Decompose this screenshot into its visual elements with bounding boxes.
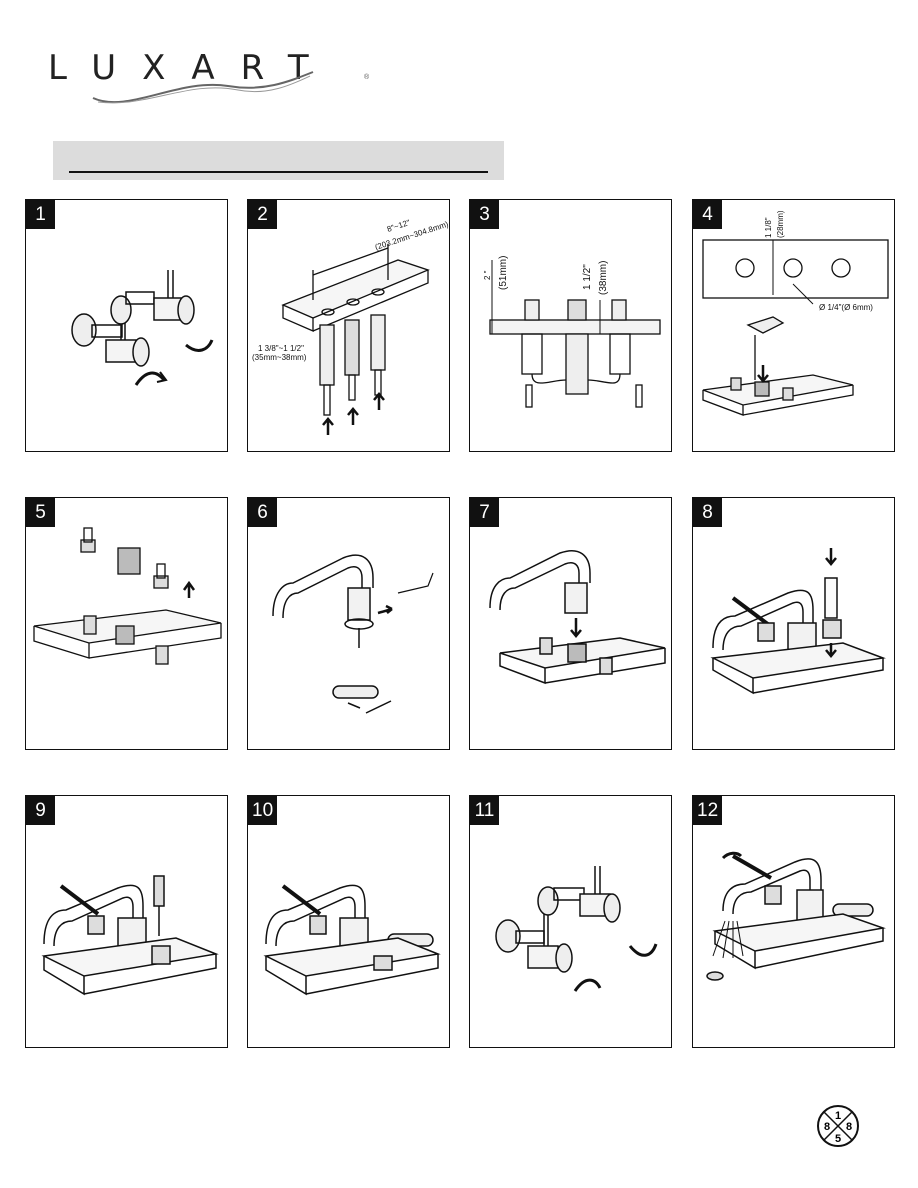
deck-height-illustration: 2 " (51mm) 1 1/2" (38mm) — [483, 256, 661, 408]
spout-mount-illustration — [489, 550, 666, 685]
step-4-panel: 1 1/8" (28mm) Ø 1/4"(Ø 6mm) 4 — [692, 199, 895, 452]
offset-label: 1 1/8" — [764, 217, 773, 238]
step-number: 7 — [470, 498, 499, 527]
logo-swoosh-icon — [92, 71, 314, 104]
badge-bottom: 5 — [835, 1133, 841, 1145]
height-a-mm-label: (51mm) — [498, 256, 509, 290]
handle-screw-illustration — [41, 875, 219, 996]
drill-hole-illustration: 1 1/8" (28mm) Ø 1/4"(Ø 6mm) — [702, 210, 889, 416]
step-1-panel: 1 — [25, 199, 228, 452]
badge-right: 8 — [846, 1121, 852, 1133]
step-number: 2 — [248, 200, 277, 229]
step-5-panel: 5 — [25, 497, 228, 750]
span-mm-label: (203.2mm~304.8mm) — [374, 220, 450, 252]
section-title-bar — [53, 141, 504, 180]
title-rule — [69, 171, 488, 173]
height-b-label: 1 1/2" — [582, 264, 593, 290]
open-valve-illustration — [495, 866, 658, 992]
badge-top: 1 — [835, 1110, 841, 1122]
thickness-label: 1 3/8"~1 1/2" — [258, 344, 304, 353]
step-9-panel: 9 — [25, 795, 228, 1048]
step-number: 3 — [470, 200, 499, 229]
step-number: 12 — [693, 796, 723, 825]
step-7-panel: 7 — [469, 497, 672, 750]
step-3-panel: 2 " (51mm) 1 1/2" (38mm) 3 — [469, 199, 672, 452]
registered-mark: ® — [364, 74, 370, 81]
thickness-mm-label: (35mm~38mm) — [252, 353, 307, 362]
brand-name: LUXART — [48, 48, 335, 88]
step-10-panel: 10 — [247, 795, 450, 1048]
test-water-flow-illustration — [706, 851, 886, 981]
offset-mm-label: (28mm) — [776, 210, 785, 238]
step-2-panel: 8"~12" (203.2mm~304.8mm) 1 3/8"~1 1/2" (… — [247, 199, 450, 452]
handle-lever-illustration — [263, 884, 441, 996]
height-b-mm-label: (38mm) — [598, 261, 609, 295]
step-number: 5 — [26, 498, 55, 527]
handle-parts-illustration — [33, 527, 222, 665]
step-number: 8 — [693, 498, 722, 527]
step-number: 6 — [248, 498, 277, 527]
spout-set-screw-illustration — [272, 554, 434, 714]
step-number: 11 — [470, 796, 499, 825]
step-number: 10 — [248, 796, 278, 825]
step-12-panel: 12 — [692, 795, 895, 1048]
handle-install-illustration — [710, 548, 886, 695]
shutoff-valve-illustration — [71, 270, 214, 386]
badge-left: 8 — [824, 1121, 830, 1133]
step-number: 1 — [26, 200, 55, 229]
step-number: 9 — [26, 796, 55, 825]
step-11-panel: 11 — [469, 795, 672, 1048]
height-a-label: 2 " — [483, 270, 492, 280]
step-6-panel: 6 — [247, 497, 450, 750]
brand-logo: LUXART ® — [48, 48, 378, 108]
recycle-code-badge-icon: 1 8 8 5 — [817, 1105, 859, 1147]
step-8-panel: 8 — [692, 497, 895, 750]
valve-install-illustration: 8"~12" (203.2mm~304.8mm) 1 3/8"~1 1/2" (… — [252, 218, 450, 435]
step-number: 4 — [693, 200, 722, 229]
drill-size-label: Ø 1/4"(Ø 6mm) — [819, 303, 873, 312]
